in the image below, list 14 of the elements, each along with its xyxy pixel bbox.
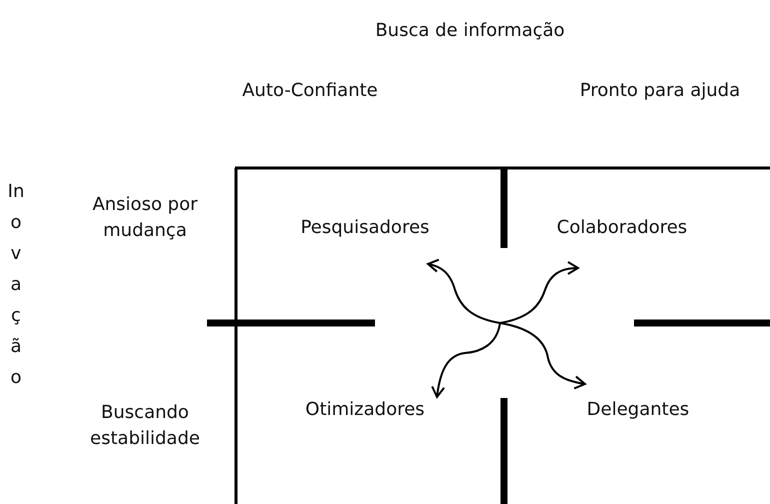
axis-title: Inovação xyxy=(6,180,26,390)
quadrant-label: Delegantes xyxy=(578,398,698,432)
quadrant-label: Colaboradores xyxy=(552,216,692,268)
curved-arrow xyxy=(427,259,500,324)
axis-title: Busca de informação xyxy=(374,19,566,43)
column-heading: Auto-Confiante xyxy=(241,79,379,103)
curved-arrow xyxy=(500,322,586,390)
row-heading: Buscando estabilidade xyxy=(89,401,201,451)
quadrant-label: Pesquisadores xyxy=(300,216,430,264)
quadrant-label: Otimizadores xyxy=(290,398,440,432)
row-heading: Ansioso por mudança xyxy=(91,193,199,243)
column-heading: Pronto para ajuda xyxy=(578,79,742,103)
curved-arrow xyxy=(431,322,501,398)
curved-arrow xyxy=(500,261,579,324)
